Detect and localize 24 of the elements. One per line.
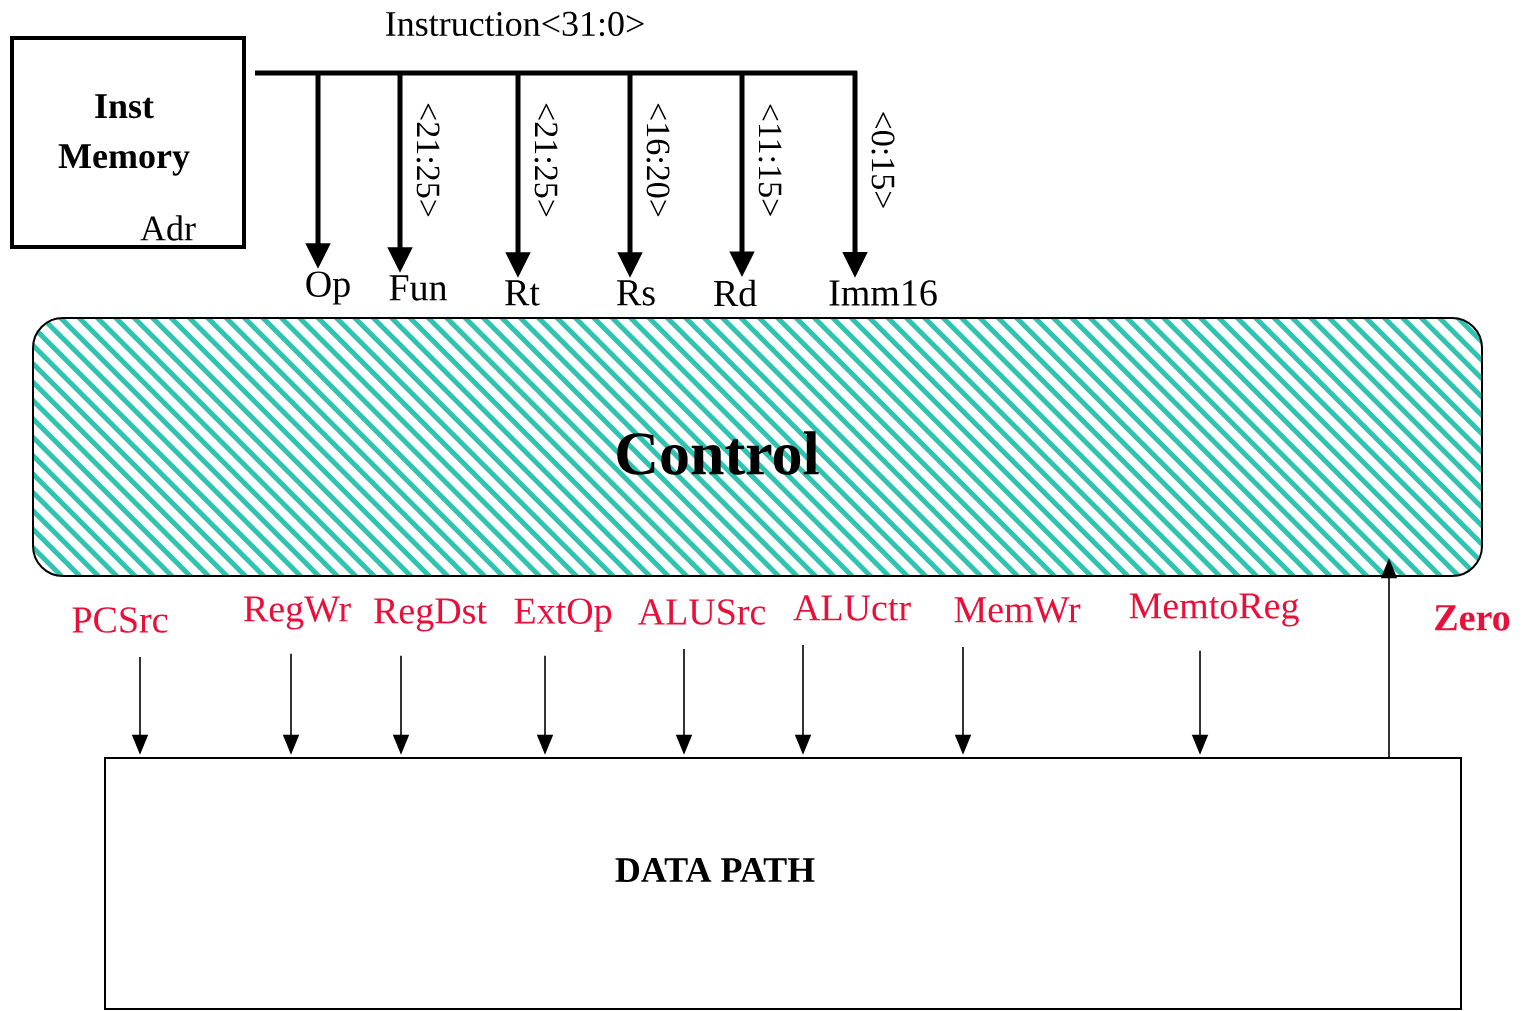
signal-label: ALUSrc [638,599,766,625]
field-label: Fun [389,275,447,301]
field-label: Rt [505,280,540,306]
signal-label: Zero [1435,605,1510,631]
field-label: Imm16 [829,280,937,306]
bit-range-label: <16:20> [646,103,670,217]
signal-label: MemWr [954,597,1081,623]
memory-box: Inst Memory Adr [10,36,246,249]
signal-label: RegDst [374,598,487,632]
signal-label: ExtOp [514,598,612,632]
datapath-box: DATA PATH [104,757,1462,1010]
field-label: Op [306,271,350,305]
bit-range-label: <21:25> [416,103,440,217]
signal-label: PCSrc [72,607,168,633]
bus-label: Instruction<31:0> [386,11,644,37]
field-label: Rd [713,279,757,307]
bit-range-label: <21:25> [534,103,558,217]
bus-line [255,70,857,76]
signal-label: MemtoReg [1129,593,1299,627]
bit-range-label: <0:15> [871,112,895,208]
signal-label: RegWr [244,596,351,630]
bit-range-label: <11:15> [758,104,782,216]
field-label: Rs [617,280,655,306]
signal-label: ALUctr [793,595,911,621]
